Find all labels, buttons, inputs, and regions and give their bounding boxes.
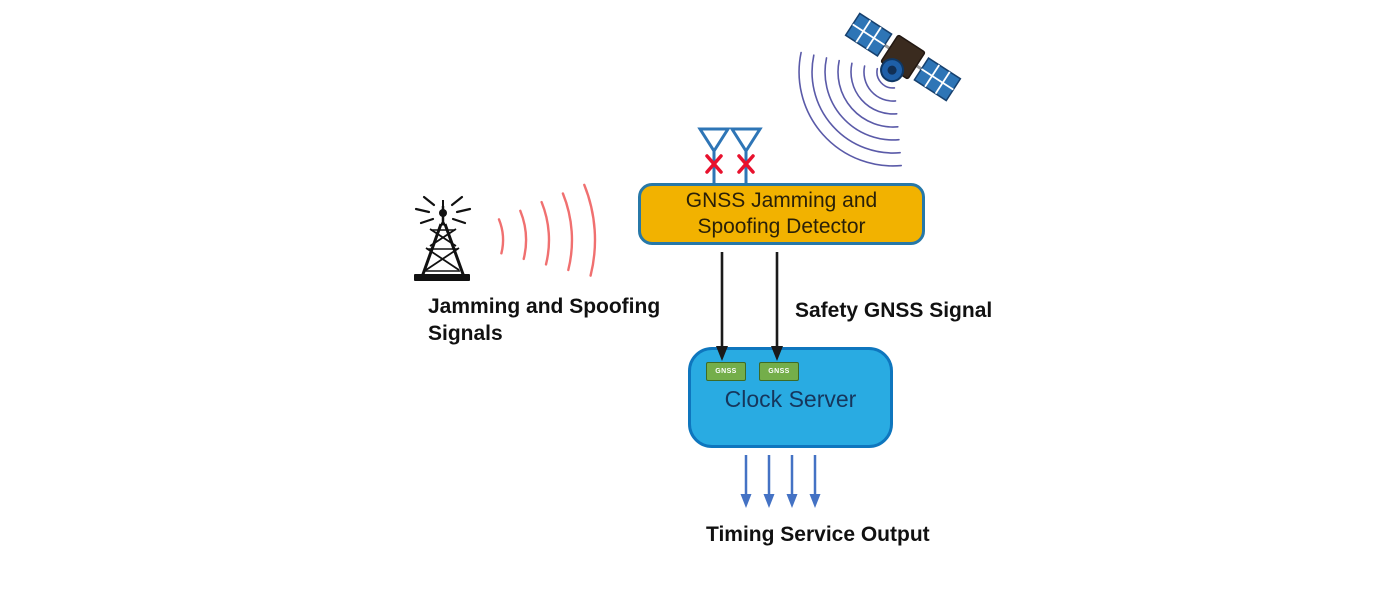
clock-server-title: Clock Server [724, 386, 857, 412]
safety-gnss-signal-label: Safety GNSS Signal [795, 299, 993, 322]
gnss-port: GNSS [706, 362, 746, 381]
blocked-x-icon [737, 154, 755, 174]
gnss-antenna-icon [729, 127, 763, 184]
radio-tower-icon [414, 195, 472, 281]
timing-output-arrow [763, 455, 775, 508]
timing-output-arrow [786, 455, 798, 508]
clock-server-box: GNSS GNSS Clock Server [688, 347, 893, 448]
timing-output-arrow [740, 455, 752, 508]
satellite-signal-waves [798, 51, 902, 167]
jamming-signals-label: Jamming and Spoofing Signals [428, 293, 660, 347]
detector-label-line1: GNSS Jamming and [685, 189, 878, 212]
detector-label-line2: Spoofing Detector [697, 215, 866, 238]
jamming-signal-waves [497, 183, 597, 277]
timing-output-arrow [809, 455, 821, 508]
jamming-signals-label-line1: Jamming and Spoofing [428, 295, 661, 318]
jamming-signals-label-line2: Signals [428, 322, 503, 345]
gnss-antenna-icon [697, 127, 731, 184]
blocked-x-icon [705, 154, 723, 174]
timing-service-output-label: Timing Service Output [706, 523, 930, 546]
satellite-icon [844, 12, 962, 102]
detector-box: GNSS Jamming and Spoofing Detector [638, 183, 925, 245]
gnss-port: GNSS [759, 362, 799, 381]
